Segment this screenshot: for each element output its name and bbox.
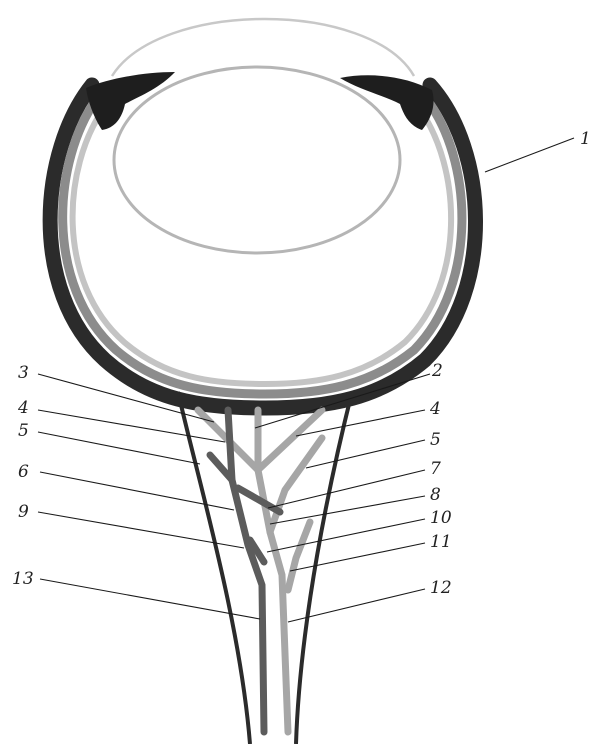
- retina-inner-layer: [73, 108, 452, 384]
- sclera-outer-layer: [50, 85, 475, 408]
- label-11: 11: [430, 532, 452, 552]
- lens-outline: [114, 67, 400, 253]
- label-3: 3: [18, 363, 29, 383]
- vessel-light-branch-right: [258, 410, 322, 470]
- label-4-right: 4: [429, 399, 441, 419]
- vessel-light-branch-lower: [288, 522, 310, 590]
- label-2: 2: [431, 361, 443, 381]
- label-9: 9: [18, 502, 29, 522]
- label-6: 6: [18, 462, 29, 482]
- choroid-middle-layer: [63, 97, 462, 394]
- label-8: 8: [430, 485, 441, 505]
- label-5-left: 5: [18, 421, 29, 441]
- label-12: 12: [430, 578, 452, 598]
- label-1: 1: [580, 129, 591, 149]
- ciliary-body-left: [86, 72, 175, 130]
- label-5-right: 5: [430, 430, 441, 450]
- label-13: 13: [12, 569, 34, 589]
- eyeball-wall: [50, 85, 475, 408]
- optic-vessels: [198, 410, 322, 732]
- label-4-left: 4: [17, 398, 29, 418]
- label-7: 7: [430, 459, 441, 479]
- label-10: 10: [430, 508, 452, 528]
